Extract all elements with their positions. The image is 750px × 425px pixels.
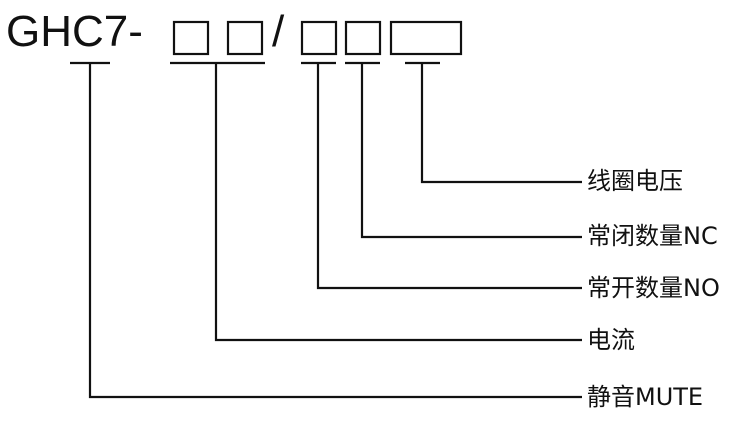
- nc-count-leader: [360, 63, 582, 239]
- current-label: 电流: [587, 326, 635, 354]
- current-leader: [214, 63, 582, 342]
- mute-leader: [88, 63, 582, 399]
- model-prefix: GHC7-: [6, 7, 143, 56]
- model-separator: /: [272, 7, 285, 56]
- nc-count-box: [344, 20, 382, 56]
- no-count-box: [300, 20, 338, 56]
- coil-voltage-leader: [420, 63, 582, 184]
- current-digit-box-2: [226, 20, 264, 56]
- mute-label: 静音MUTE: [587, 383, 704, 411]
- current-digit-box-1: [172, 20, 210, 56]
- coil-voltage-box: [389, 20, 463, 56]
- no-count-leader: [316, 63, 582, 290]
- coil-voltage-label: 线圈电压: [587, 167, 683, 195]
- nc-count-label: 常闭数量NC: [587, 222, 718, 250]
- no-count-label: 常开数量NO: [587, 274, 720, 302]
